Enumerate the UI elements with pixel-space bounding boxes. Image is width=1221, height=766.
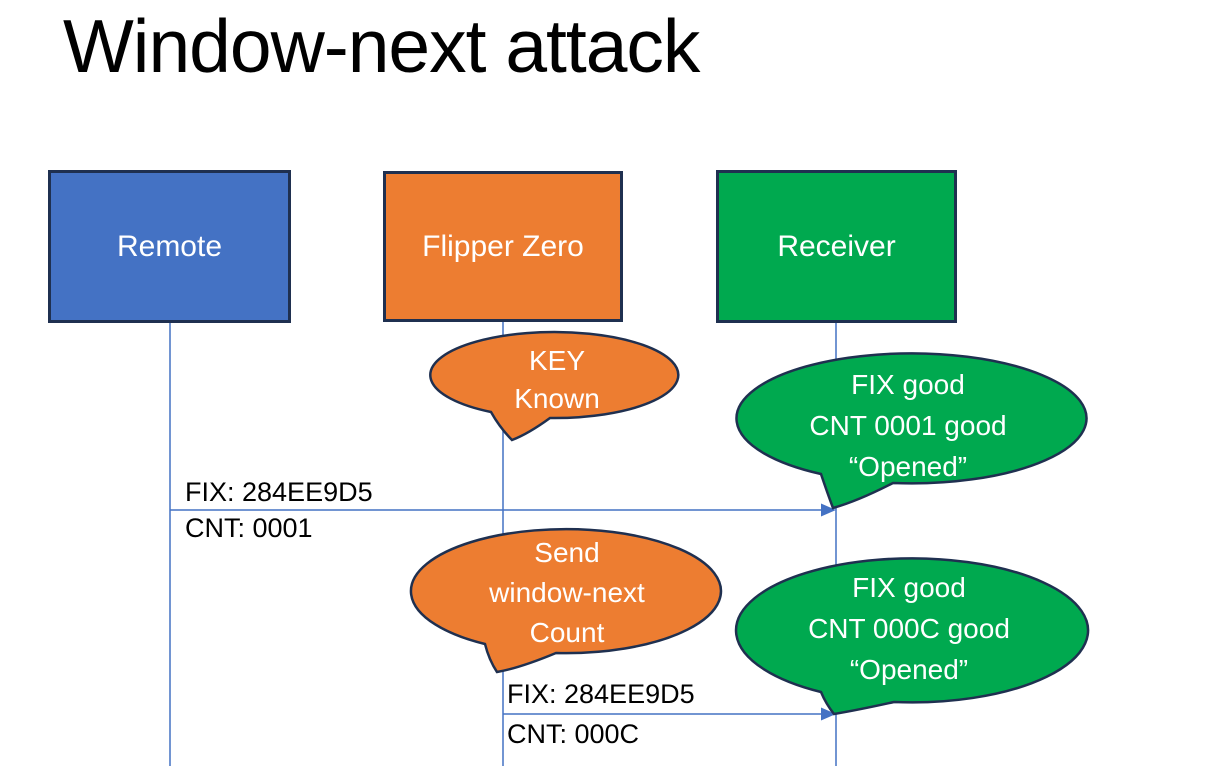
message-1-line-1: FIX: 284EE9D5 xyxy=(185,477,373,507)
callout-bubble-receiver-opened-1 xyxy=(735,352,1088,510)
callout-line: FIX good xyxy=(851,369,965,400)
arrowhead-icon-2 xyxy=(821,707,836,721)
message-1-line-2: CNT: 0001 xyxy=(185,513,313,543)
callout-line: “Opened” xyxy=(848,451,968,482)
actor-box-flipper-zero: Flipper Zero xyxy=(383,171,623,322)
callout-text-send-window-next: Send window-next Count xyxy=(412,533,722,653)
callout-line: CNT 000C good xyxy=(808,613,1010,644)
callout-bubble-send-window-next xyxy=(409,527,723,674)
arrowhead-icon-1 xyxy=(821,503,836,517)
message-arrow-remote-to-receiver xyxy=(170,503,836,517)
callout-line: FIX good xyxy=(852,572,966,603)
callout-bubble-receiver-opened-2 xyxy=(734,557,1090,716)
callout-line: Send xyxy=(534,537,600,568)
callout-text-receiver-opened-1: FIX good CNT 0001 good “Opened” xyxy=(733,364,1083,487)
callout-text-receiver-opened-2: FIX good CNT 000C good “Opened” xyxy=(733,567,1085,690)
actor-label-receiver: Receiver xyxy=(777,229,896,263)
callout-bubble-key-known xyxy=(429,330,680,442)
callout-line: window-next xyxy=(489,577,645,608)
callout-line: KEY xyxy=(528,345,586,376)
callout-line: CNT 0001 good xyxy=(809,410,1007,441)
actor-label-remote: Remote xyxy=(116,229,223,263)
callout-line: “Opened” xyxy=(849,654,969,685)
callout-text-key-known: KEY Known xyxy=(433,342,681,418)
callout-line: Count xyxy=(529,617,605,648)
message-2-line-1: FIX: 284EE9D5 xyxy=(507,679,695,709)
message-2-line-2: CNT: 000C xyxy=(507,719,640,749)
actor-label-flipper-zero: Flipper Zero xyxy=(422,229,584,263)
message-arrow-flipper-to-receiver xyxy=(503,707,836,721)
actor-box-receiver: Receiver xyxy=(716,170,957,323)
actor-box-remote: Remote xyxy=(48,170,291,323)
diagram-title: Window-next attack xyxy=(63,4,700,88)
callout-line: Known xyxy=(514,383,600,414)
